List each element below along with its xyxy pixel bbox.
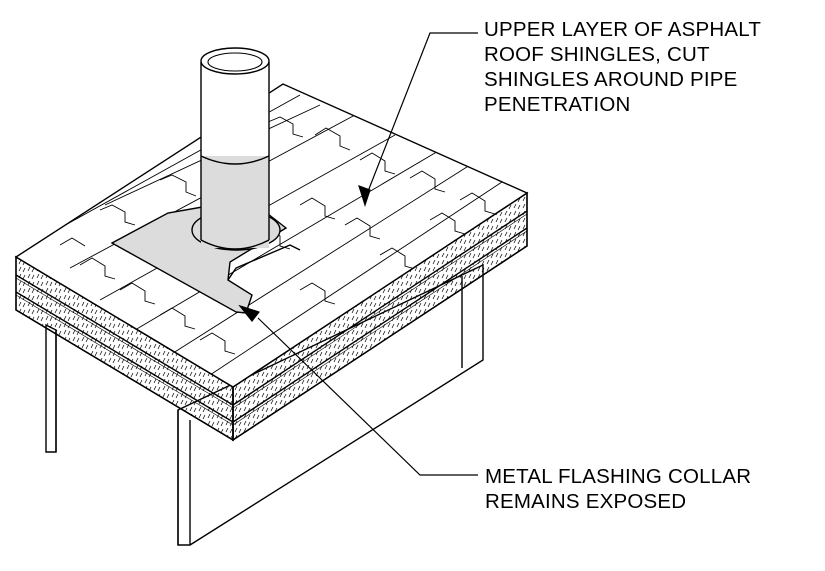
upper-layer-line-3: SHINGLES AROUND PIPE xyxy=(484,68,738,91)
upper-layer-line-4: PENETRATION xyxy=(484,93,631,116)
flashing-annotation: METAL FLASHING COLLAR REMAINS EXPOSED xyxy=(485,464,751,514)
upper-layer-line-2: ROOF SHINGLES, CUT xyxy=(484,43,710,66)
upper-layer-annotation: UPPER LAYER OF ASPHALT ROOF SHINGLES, CU… xyxy=(484,17,761,117)
flashing-line-1: METAL FLASHING COLLAR xyxy=(485,465,752,488)
leader-flashing xyxy=(238,304,478,476)
cut-shingle-edge xyxy=(227,244,301,281)
vent-pipe xyxy=(200,47,270,250)
flashing-line-2: REMAINS EXPOSED xyxy=(485,490,687,513)
leader-upper-layer xyxy=(358,32,478,207)
arrowhead-upper xyxy=(358,185,371,207)
upper-layer-line-1: UPPER LAYER OF ASPHALT xyxy=(484,18,762,41)
arrowhead-flashing xyxy=(238,304,261,322)
